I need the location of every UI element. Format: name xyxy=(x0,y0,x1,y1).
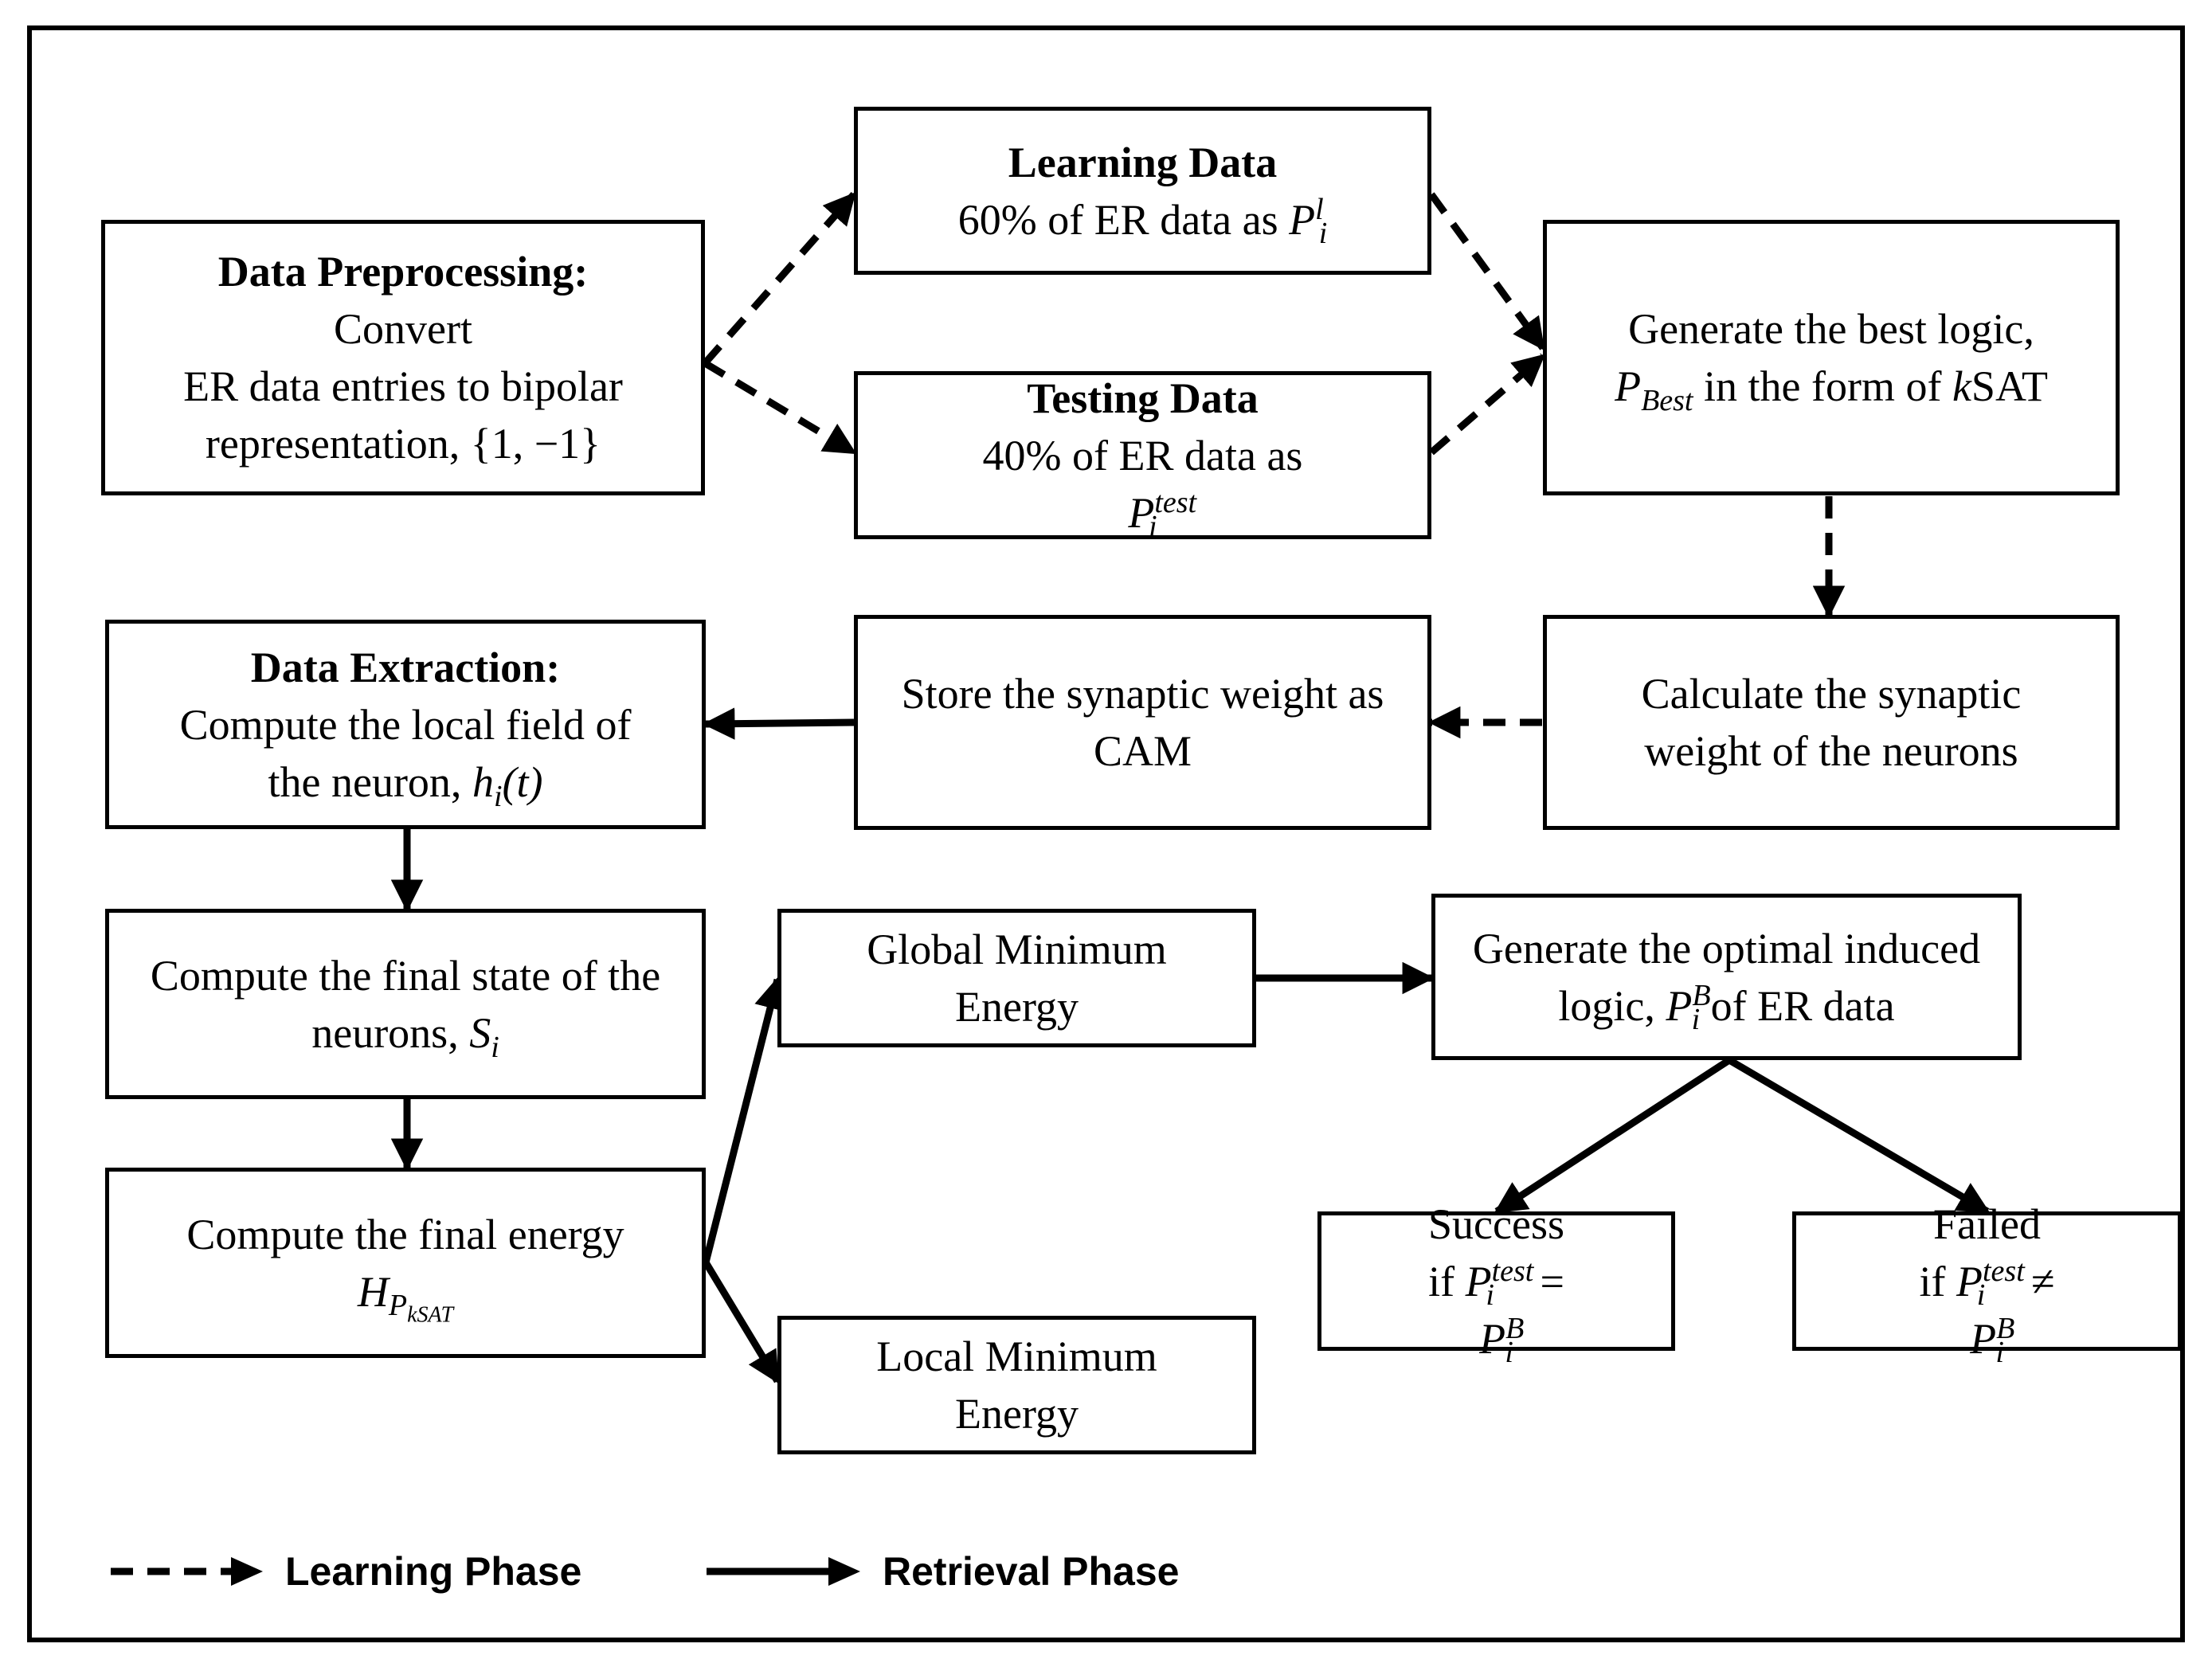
local-min-line2: Energy xyxy=(955,1390,1079,1438)
arrow-energy-to-global xyxy=(702,976,786,1264)
learning-title: Learning Data xyxy=(1008,138,1278,186)
testing-text: 40% of ER data as Ptesti xyxy=(982,431,1303,544)
calc-weight-line2: weight of the neurons xyxy=(1644,727,2018,775)
data-extraction-box: Data Extraction: Compute the local field… xyxy=(105,620,706,829)
store-weight-line2: CAM xyxy=(1093,727,1192,775)
success-box: Success if Ptesti = PBi xyxy=(1317,1200,1675,1368)
final-energy-box: Compute the final energy HPkSAT xyxy=(105,1168,706,1358)
preprocessing-line1: Convert xyxy=(334,305,472,353)
preprocessing-line3: representation, {1, −1} xyxy=(205,420,601,468)
diagram-frame xyxy=(27,25,2185,1642)
legend-learning-phase: Learning Phase xyxy=(285,1549,582,1594)
final-state-box: Compute the final state of the neurons, … xyxy=(105,909,706,1099)
local-minimum-box: Local Minimum Energy xyxy=(777,1316,1256,1454)
arrow-preprocessing-to-testing xyxy=(703,360,857,456)
optimal-logic-box: Generate the optimal induced logic, PBi … xyxy=(1431,894,2022,1060)
legend-solid-arrowhead xyxy=(828,1557,860,1586)
arrow-testing-to-best xyxy=(1429,353,1546,456)
arrow-optimal-to-failed xyxy=(1727,1057,1991,1215)
extraction-title: Data Extraction: xyxy=(250,643,561,691)
preprocessing-line2: ER data entries to bipolar xyxy=(183,362,623,410)
generate-best-line1: Generate the best logic, xyxy=(1628,305,2034,353)
arrow-store-to-extraction xyxy=(702,707,855,740)
generate-best-line2: PBest in the form of kSAT xyxy=(1615,362,2048,417)
final-energy-line1: Compute the final energy xyxy=(186,1210,624,1258)
failed-title: Failed xyxy=(1933,1199,2041,1248)
learning-text: 60% of ER data as Pli xyxy=(957,192,1328,251)
arrow-preprocessing-to-learning xyxy=(702,191,857,366)
optimal-line2: logic, PBi of ER data xyxy=(1558,978,1895,1037)
arrow-energy-to-local xyxy=(703,1260,781,1384)
learning-data-box: Learning Data 60% of ER data as Pli xyxy=(854,107,1431,275)
generate-best-logic-box: Generate the best logic, PBest in the fo… xyxy=(1543,220,2120,495)
global-min-line2: Energy xyxy=(955,983,1079,1031)
failed-box: Failed if Ptesti ≠ PBi xyxy=(1792,1200,2182,1368)
legend-dashed-arrowhead xyxy=(231,1557,263,1586)
final-energy-symbol: HPkSAT xyxy=(357,1267,454,1328)
arrow-optimal-to-success xyxy=(1494,1057,1732,1215)
data-preprocessing-box: Data Preprocessing: Convert ER data entr… xyxy=(101,220,705,495)
final-state-line1: Compute the final state of the xyxy=(150,951,661,1000)
testing-title: Testing Data xyxy=(1027,374,1259,422)
calculate-weight-box: Calculate the synaptic weight of the neu… xyxy=(1543,615,2120,830)
arrow-learning-to-best xyxy=(1428,192,1546,351)
success-title: Success xyxy=(1428,1199,1564,1248)
extraction-line2: the neuron, hi(t) xyxy=(268,757,543,813)
calc-weight-line1: Calculate the synaptic xyxy=(1641,670,2022,718)
store-weight-box: Store the synaptic weight as CAM xyxy=(854,615,1431,830)
preprocessing-title: Data Preprocessing: xyxy=(217,248,589,295)
store-weight-line1: Store the synaptic weight as xyxy=(901,670,1384,718)
extraction-line1: Compute the local field of xyxy=(179,700,632,749)
testing-data-box: Testing Data 40% of ER data as Ptesti xyxy=(854,371,1431,544)
success-condition: if Ptesti = PBi xyxy=(1428,1254,1564,1370)
global-minimum-box: Global Minimum Energy xyxy=(777,909,1256,1047)
legend-retrieval-phase: Retrieval Phase xyxy=(883,1549,1180,1594)
global-min-line1: Global Minimum xyxy=(867,926,1167,973)
final-state-line2: neurons, Si xyxy=(311,1008,499,1064)
failed-condition: if Ptesti ≠ PBi xyxy=(1919,1254,2055,1370)
local-min-line1: Local Minimum xyxy=(876,1332,1157,1380)
optimal-line1: Generate the optimal induced xyxy=(1472,924,1981,972)
